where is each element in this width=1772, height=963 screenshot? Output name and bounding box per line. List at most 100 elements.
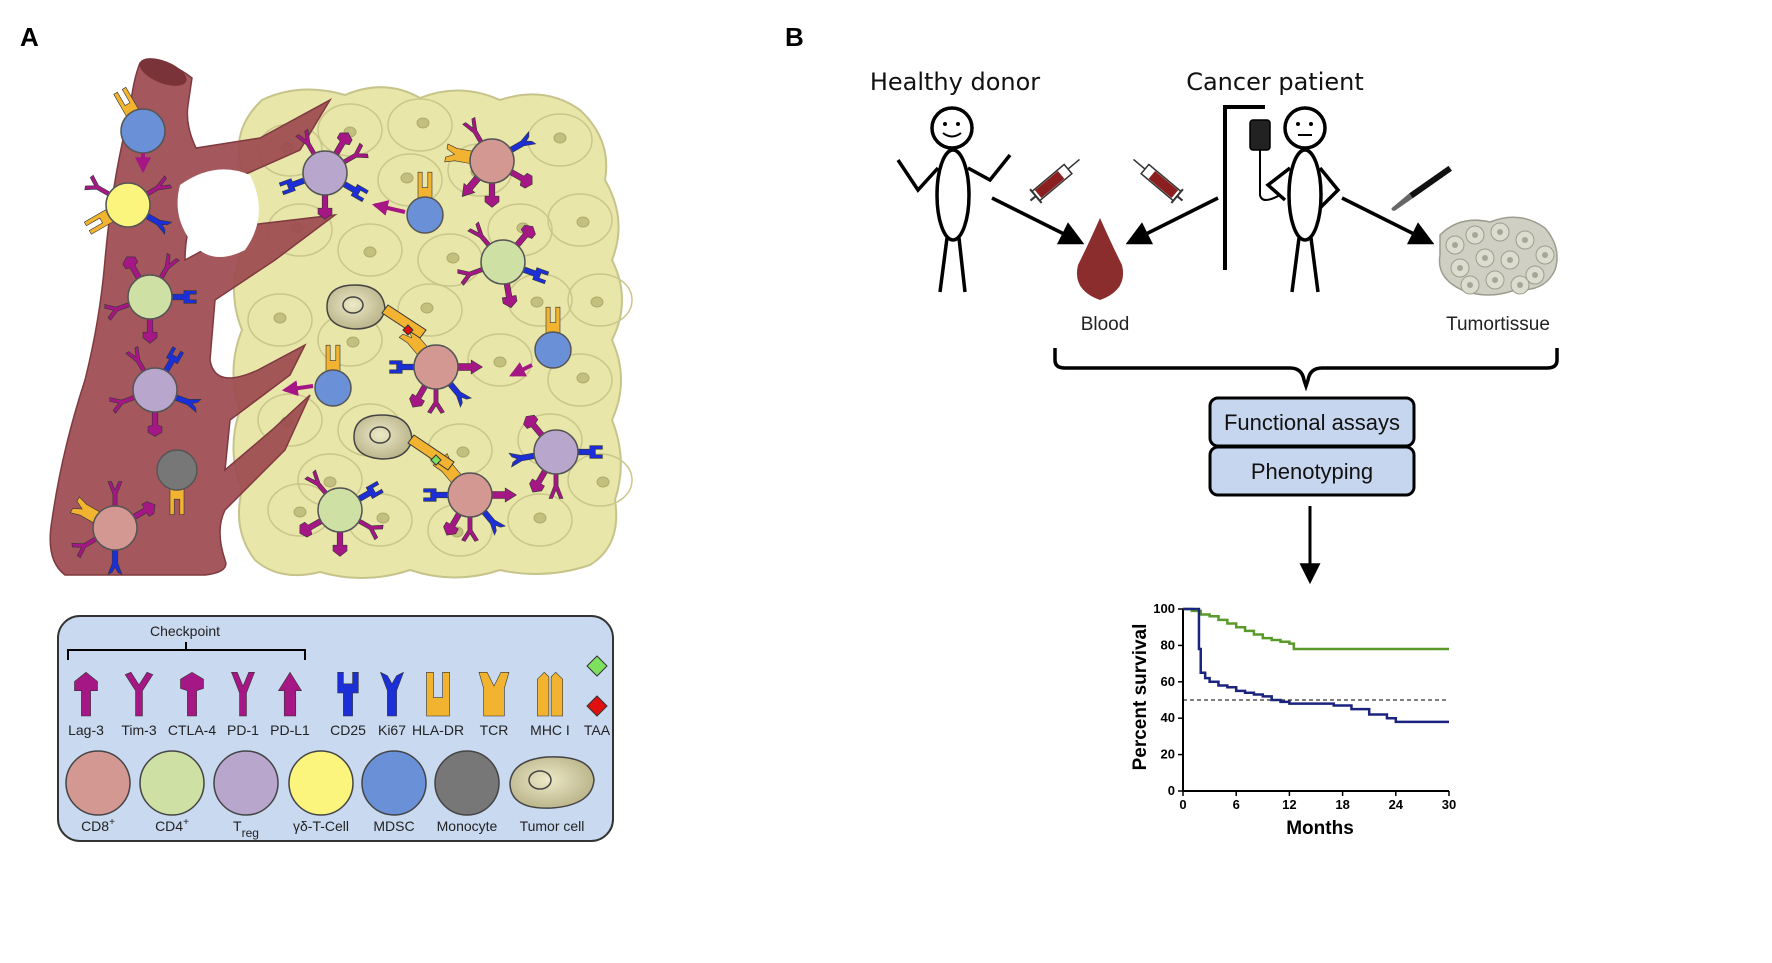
checkpoint-title: Checkpoint bbox=[150, 623, 220, 639]
hladr-icon bbox=[417, 171, 433, 200]
pd1-icon bbox=[467, 221, 493, 249]
blood-label: Blood bbox=[1081, 314, 1130, 335]
pd1-icon bbox=[107, 481, 123, 509]
taa-green-icon bbox=[586, 655, 608, 677]
mdsc-cell bbox=[534, 306, 572, 369]
lag3-icon bbox=[332, 529, 348, 557]
pd1-icon bbox=[157, 252, 180, 282]
survival-series-1 bbox=[1183, 607, 1449, 651]
legend-cell-label: Monocyte bbox=[437, 818, 498, 834]
cd4-cell bbox=[299, 469, 384, 557]
interaction-arrow bbox=[371, 200, 406, 216]
pd1-icon bbox=[462, 116, 485, 146]
ki67-icon bbox=[172, 393, 202, 414]
legend-cell-label: MDSC bbox=[373, 818, 414, 834]
y-tick-label: 0 bbox=[1168, 783, 1175, 798]
ki67-icon bbox=[107, 547, 123, 576]
ctla4-icon bbox=[523, 414, 546, 440]
ctla4-icon bbox=[507, 168, 533, 189]
x-tick-label: 12 bbox=[1282, 797, 1296, 812]
immune-cells bbox=[69, 86, 603, 576]
hladr-icon bbox=[169, 487, 185, 515]
tcr-icon bbox=[398, 325, 429, 357]
tim3-icon bbox=[124, 671, 154, 717]
legend-cell-swatch bbox=[139, 750, 205, 816]
legend-receptor-label: MHC I bbox=[530, 722, 570, 738]
lag3-icon bbox=[484, 180, 500, 208]
pd1-icon bbox=[143, 175, 173, 198]
taa-icon bbox=[402, 324, 414, 336]
phenotyping-label: Phenotyping bbox=[1251, 459, 1373, 484]
legend-cell-label: Treg bbox=[233, 818, 259, 840]
legend-receptor-label: Tim-3 bbox=[121, 722, 156, 738]
grouping-bracket bbox=[1053, 348, 1559, 392]
tumor-cell bbox=[326, 284, 386, 330]
treg-cell bbox=[278, 128, 369, 220]
pd1-icon bbox=[231, 672, 255, 717]
lag3-icon bbox=[317, 192, 333, 220]
pd1-icon bbox=[548, 471, 564, 499]
checkpoint-bracket bbox=[67, 642, 306, 660]
cd4-cell bbox=[104, 252, 197, 344]
legend-cell-swatch bbox=[213, 750, 279, 816]
cd25-icon bbox=[278, 176, 308, 196]
mdsc-cell bbox=[113, 86, 166, 154]
cd25-icon bbox=[162, 346, 185, 375]
pd1-icon bbox=[295, 128, 318, 158]
tumor-tissue bbox=[232, 86, 633, 579]
x-tick-label: 24 bbox=[1389, 797, 1404, 812]
lag3-icon bbox=[409, 382, 429, 408]
legend-receptor-label: TAA bbox=[584, 722, 611, 738]
cd8-cell bbox=[69, 481, 156, 576]
cd25-icon bbox=[340, 180, 369, 203]
y-axis-title: Percent survival bbox=[1130, 624, 1151, 771]
tim3-icon bbox=[457, 266, 486, 286]
mhc1-icon bbox=[537, 671, 563, 717]
cd8-cell bbox=[444, 116, 537, 208]
blood-drop-icon bbox=[1076, 218, 1124, 300]
tim3-icon bbox=[461, 514, 479, 542]
hladr-icon bbox=[325, 344, 341, 373]
legend-receptor-label: CD25 bbox=[330, 722, 366, 738]
ki67-icon bbox=[446, 379, 473, 408]
hladr-icon bbox=[113, 86, 140, 118]
tcr-icon bbox=[478, 672, 510, 717]
ctla4-icon bbox=[122, 256, 143, 282]
hladr-icon bbox=[545, 306, 561, 335]
hladr-icon bbox=[83, 208, 115, 235]
ki67-icon bbox=[508, 452, 538, 468]
survival-series-2 bbox=[1183, 607, 1449, 724]
y-tick-label: 100 bbox=[1153, 601, 1175, 616]
legend-receptor-label: PD-1 bbox=[227, 722, 259, 738]
ctla4-icon bbox=[332, 132, 353, 158]
cd25-icon bbox=[389, 360, 417, 374]
cd25-icon bbox=[169, 290, 197, 304]
y-tick-label: 40 bbox=[1161, 710, 1175, 725]
taa-icon bbox=[430, 454, 442, 466]
ctla4-icon bbox=[180, 671, 204, 717]
legend-tumor-cell-swatch bbox=[509, 756, 595, 809]
mdsc-cell bbox=[406, 171, 444, 234]
cd25-icon bbox=[355, 480, 384, 503]
lag3-icon bbox=[142, 316, 158, 344]
cancer-patient-figure bbox=[1223, 105, 1341, 293]
tumor-cell bbox=[353, 414, 413, 460]
tumortissue-label: Tumortissue bbox=[1446, 314, 1550, 335]
ki67-icon bbox=[507, 130, 537, 154]
ctla4-icon bbox=[147, 409, 163, 437]
legend-cell-label: CD8+ bbox=[81, 817, 115, 834]
tim3-icon bbox=[84, 174, 113, 198]
x-tick-label: 30 bbox=[1442, 797, 1456, 812]
gamma-delta-t-cell bbox=[83, 174, 173, 236]
legend-receptor-label: HLA-DR bbox=[412, 722, 464, 738]
tim3-icon bbox=[355, 517, 384, 541]
monocyte-cell bbox=[156, 449, 198, 515]
ki67-icon bbox=[143, 212, 173, 236]
tcr-icon bbox=[69, 496, 102, 524]
cd25-icon bbox=[423, 488, 451, 502]
healthy-donor-figure bbox=[896, 106, 1012, 293]
tcr-icon bbox=[444, 143, 474, 165]
lag3-icon bbox=[130, 501, 156, 521]
lag3-icon bbox=[529, 467, 549, 493]
